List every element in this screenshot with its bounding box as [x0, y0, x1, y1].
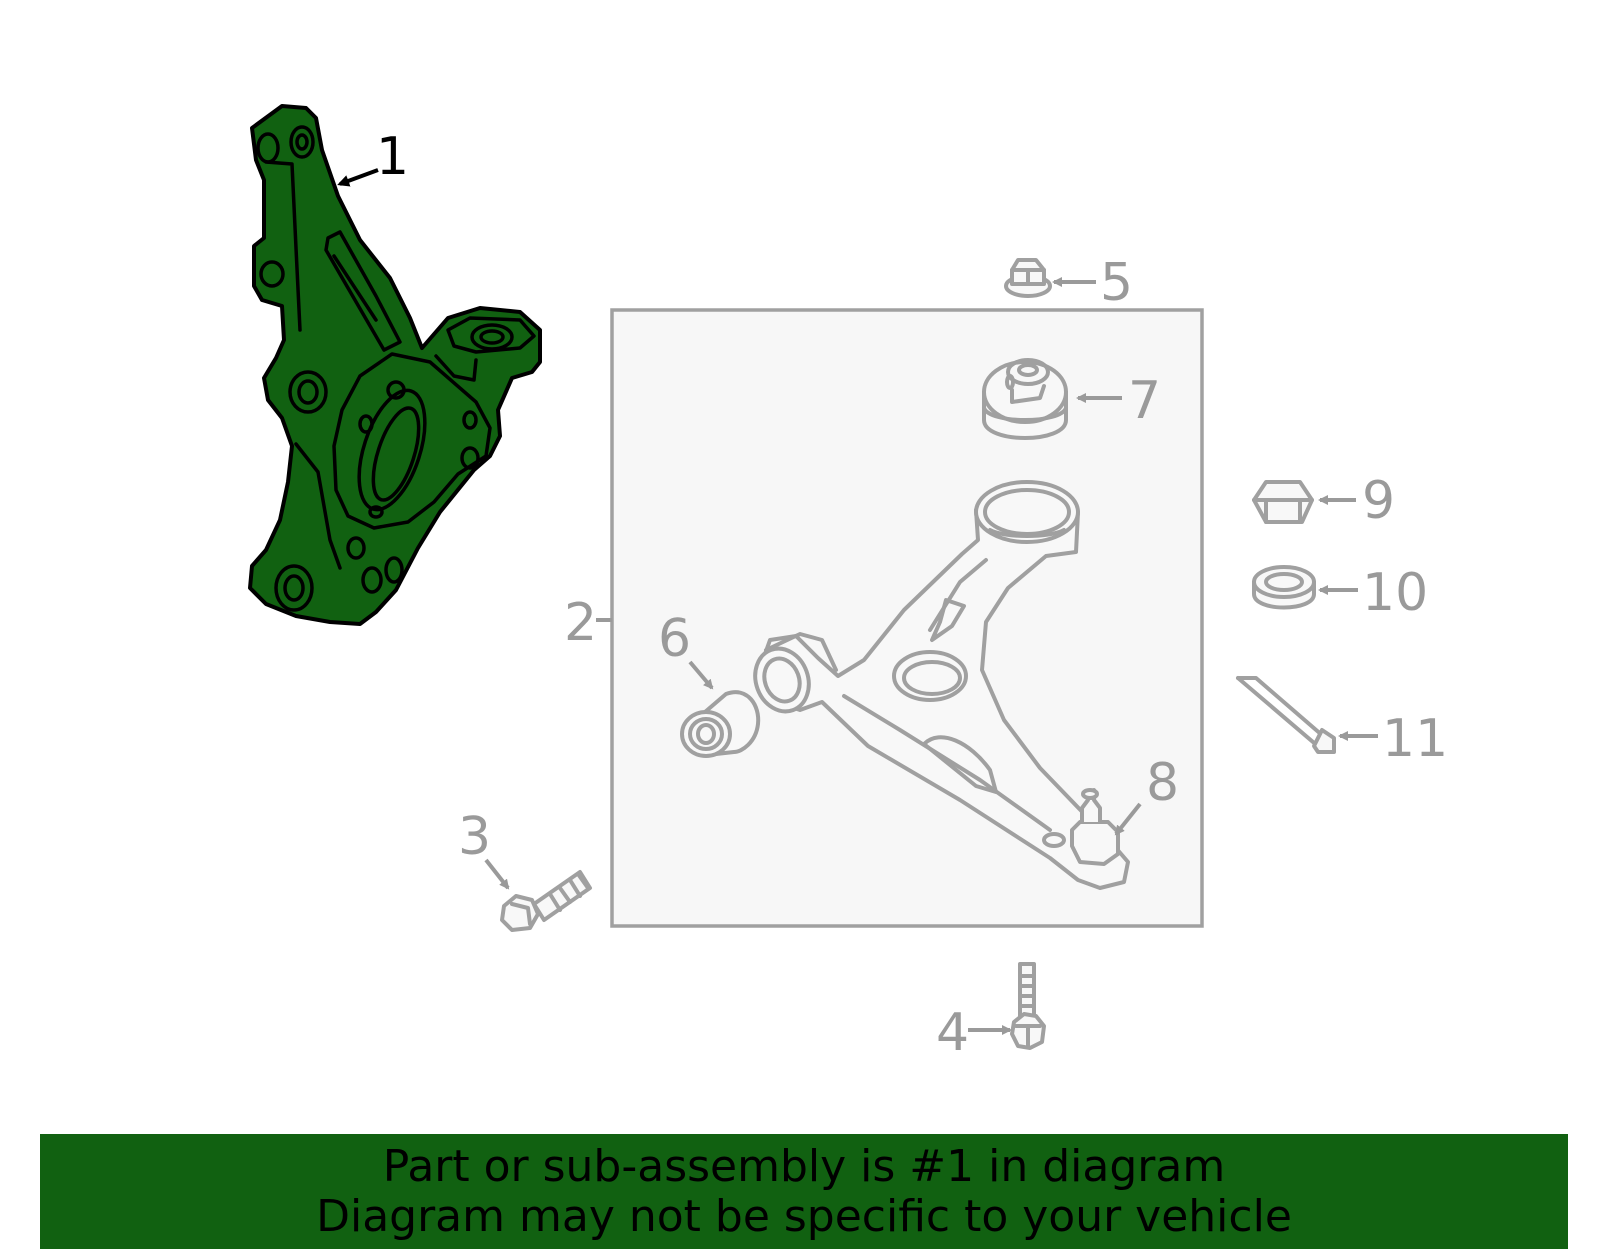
- bolt-3[interactable]: [500, 870, 592, 932]
- rubber-mount[interactable]: [982, 358, 1068, 440]
- callout-10-label: 10: [1362, 563, 1428, 623]
- callout-9-label: 9: [1362, 471, 1395, 531]
- banner-line-2: Diagram may not be specific to your vehi…: [316, 1191, 1292, 1242]
- lower-control-arm[interactable]: [747, 480, 1130, 890]
- washer[interactable]: [1252, 565, 1316, 610]
- callout-6-leader: [688, 660, 714, 690]
- callout-3-leader: [484, 858, 510, 890]
- callout-8-label: 8: [1146, 753, 1179, 813]
- callout-11-label: 11: [1382, 709, 1448, 769]
- callout-3-label: 3: [458, 807, 491, 867]
- bolt-4[interactable]: [1010, 962, 1046, 1050]
- info-banner: Part or sub-assembly is #1 in diagram Di…: [40, 1134, 1568, 1249]
- flange-nut[interactable]: [1004, 258, 1052, 298]
- callout-1-label: 1: [376, 127, 409, 187]
- callout-8-leader: [1114, 802, 1142, 836]
- banner-line-1: Part or sub-assembly is #1 in diagram: [382, 1141, 1226, 1192]
- callout-5-label: 5: [1100, 253, 1133, 313]
- callout-4-label: 4: [936, 1003, 969, 1063]
- callout-1-leader: [337, 168, 379, 187]
- callout-6-label: 6: [658, 609, 691, 669]
- steering-knuckle[interactable]: [248, 104, 542, 626]
- callout-7-label: 7: [1128, 371, 1161, 431]
- cotter-pin[interactable]: [1236, 676, 1336, 754]
- hex-nut[interactable]: [1252, 480, 1314, 524]
- bushing[interactable]: [680, 690, 761, 758]
- callout-2-label: 2: [564, 593, 597, 653]
